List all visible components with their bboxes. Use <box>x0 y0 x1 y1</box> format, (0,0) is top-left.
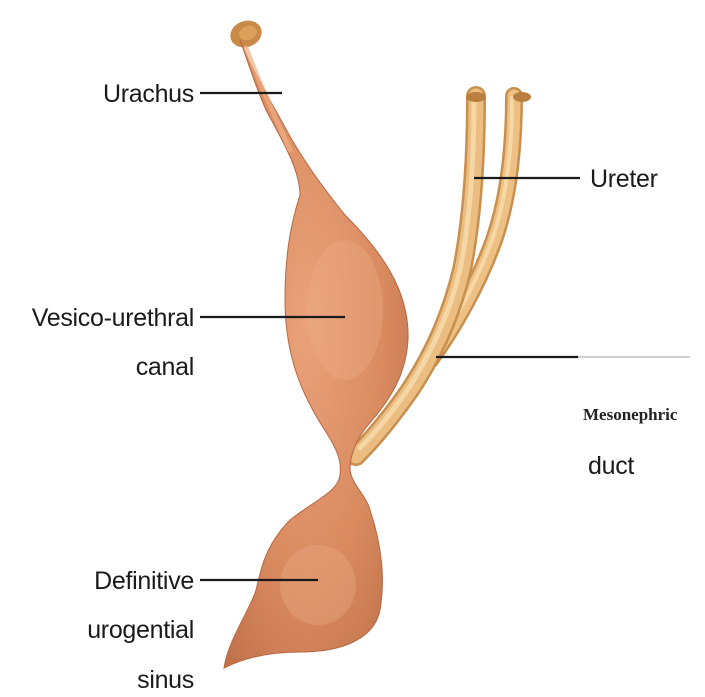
definitive-label-line2: urogential <box>87 616 194 644</box>
mesonephric-label-line1: Mesonephric <box>583 405 678 424</box>
definitive-label-line1: Definitive <box>94 567 194 595</box>
mesonephric-label-line2: duct <box>588 452 634 480</box>
ureter-cut-end <box>513 92 531 102</box>
vesico-label-line1: Vesico-urethral <box>32 304 194 332</box>
urachus-label: Urachus <box>103 80 194 108</box>
mesonephric-cut-end <box>466 92 486 102</box>
definitive-label-line3: sinus <box>137 666 194 694</box>
vesico-label-line2: canal <box>136 353 194 381</box>
ureter-label: Ureter <box>590 165 658 193</box>
vesico-urethral-organ <box>224 16 408 668</box>
